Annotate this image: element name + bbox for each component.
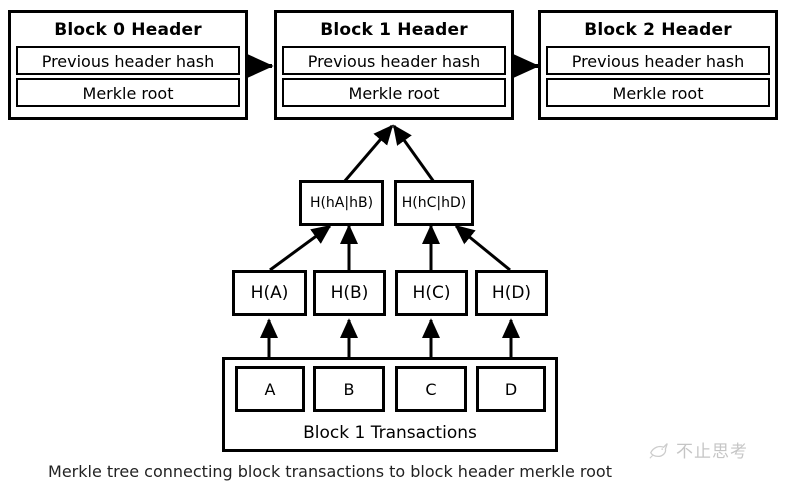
arrow-hchd-to-merkle-root <box>392 124 436 183</box>
arrow-ha-to-hahb <box>269 224 332 272</box>
merkle-leaf-node-ha: H(A) <box>232 270 307 316</box>
merkle-internal-node-hchd: H(hC|hD) <box>394 180 474 226</box>
block-1-merkle-root: Merkle root <box>282 78 506 107</box>
block-0-previous-header-hash: Previous header hash <box>16 46 240 75</box>
arrow-hd-to-hchd <box>454 224 511 272</box>
block-header-card-2: Block 2 Header Previous header hash Merk… <box>538 10 778 120</box>
transaction-box-c-label: C <box>425 379 437 399</box>
merkle-leaf-node-hc-label: H(C) <box>412 283 451 303</box>
transaction-box-d-label: D <box>504 379 518 399</box>
merkle-internal-node-hahb-label: H(hA|hB) <box>309 195 374 211</box>
merkle-leaf-node-ha-label: H(A) <box>250 283 289 303</box>
block-0-title: Block 0 Header <box>54 20 202 40</box>
block-2-merkle-root: Merkle root <box>546 78 770 107</box>
merkle-leaf-node-hd-label: H(D) <box>491 283 532 303</box>
block-header-card-0: Block 0 Header Previous header hash Merk… <box>8 10 248 120</box>
transaction-box-a: A <box>235 366 305 412</box>
diagram-caption: Merkle tree connecting block transaction… <box>48 462 612 481</box>
watermark-text: 不止思考 <box>676 442 748 462</box>
merkle-internal-node-hahb: H(hA|hB) <box>299 180 384 226</box>
arrow-hahb-to-merkle-root <box>342 124 394 183</box>
merkle-leaf-node-hb-label: H(B) <box>330 283 369 303</box>
block-0-merkle-root: Merkle root <box>16 78 240 107</box>
watermark: 不止思考 <box>648 437 748 462</box>
block-header-card-1: Block 1 Header Previous header hash Merk… <box>274 10 514 120</box>
block-2-title: Block 2 Header <box>584 20 732 40</box>
block-1-title: Block 1 Header <box>320 20 468 40</box>
block-1-transactions-label: Block 1 Transactions <box>303 423 477 443</box>
merkle-leaf-node-hd: H(D) <box>475 270 548 316</box>
transaction-box-d: D <box>476 366 546 412</box>
merkle-leaf-node-hc: H(C) <box>395 270 468 316</box>
transaction-box-c: C <box>395 366 467 412</box>
block-1-previous-header-hash: Previous header hash <box>282 46 506 75</box>
bird-logo-icon <box>649 442 668 459</box>
transaction-box-b: B <box>313 366 385 412</box>
transaction-box-a-label: A <box>264 379 276 399</box>
transaction-box-b-label: B <box>343 379 355 399</box>
merkle-internal-node-hchd-label: H(hC|hD) <box>401 195 467 211</box>
block-2-previous-header-hash: Previous header hash <box>546 46 770 75</box>
merkle-leaf-node-hb: H(B) <box>313 270 386 316</box>
